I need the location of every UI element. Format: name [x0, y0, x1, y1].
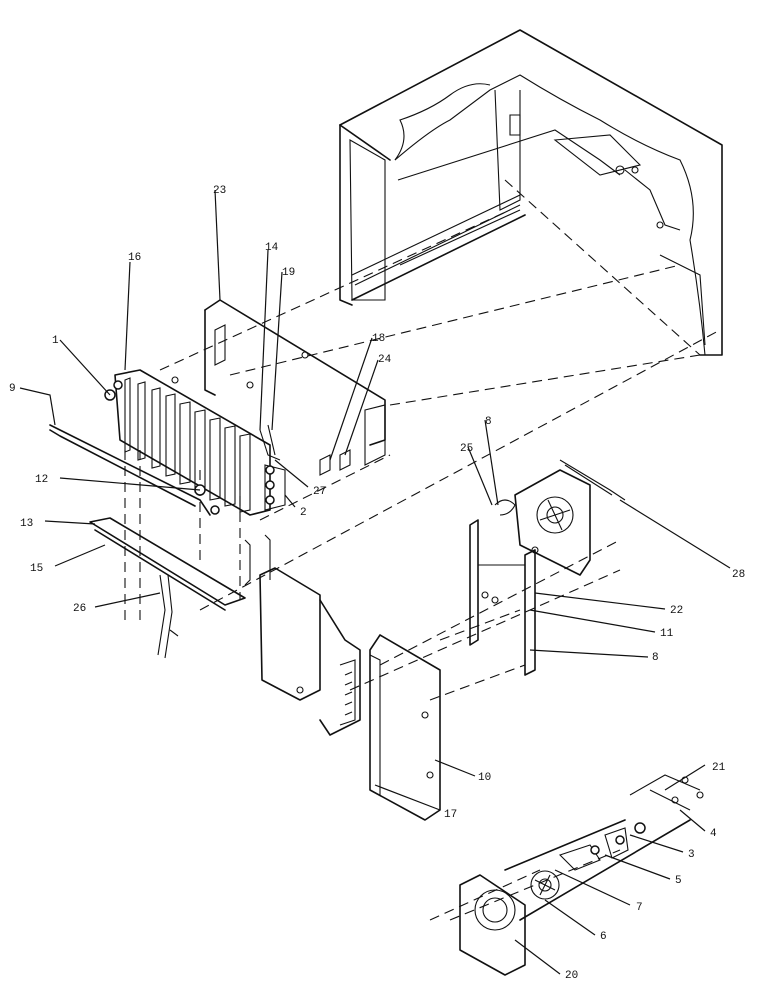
callout-16: 16: [128, 252, 141, 264]
brackets: [469, 519, 536, 676]
callout-24: 24: [378, 354, 392, 366]
callout-2: 2: [300, 507, 307, 519]
callout-9: 9: [9, 383, 16, 395]
callout-19: 19: [282, 267, 295, 279]
callout-6: 6: [600, 931, 607, 943]
evaporator-assembly: [49, 299, 386, 516]
callout-25: 25: [460, 443, 473, 455]
alignment-lines: [124, 179, 721, 921]
callout-21: 21: [712, 762, 726, 774]
callout-7: 7: [636, 902, 643, 914]
callout-1: 1: [52, 335, 59, 347]
callout-13: 13: [20, 518, 33, 530]
callout-20: 20: [565, 970, 578, 982]
callout-11: 11: [660, 628, 674, 640]
callout-23: 23: [213, 185, 226, 197]
callout-14: 14: [265, 242, 279, 254]
callout-10: 10: [478, 772, 491, 784]
leader-lines: [19, 189, 731, 975]
callout-8-lower: 8: [652, 652, 659, 664]
callout-3: 3: [688, 849, 695, 861]
evaporator-cover: [259, 567, 441, 821]
callout-4: 4: [710, 828, 717, 840]
callout-28: 28: [732, 569, 745, 581]
evaporator-fan-assembly: [494, 459, 626, 576]
callout-8-upper: 8: [485, 416, 492, 428]
callout-26: 26: [73, 603, 86, 615]
callout-labels: 23 16 14 19 1 9 18 24 8 25 27 12 2 13 15…: [9, 185, 745, 982]
condenser-fan-assembly: [459, 774, 704, 976]
callout-17: 17: [444, 809, 457, 821]
callout-5: 5: [675, 875, 682, 887]
callout-27: 27: [313, 486, 326, 498]
cabinet: [339, 29, 723, 356]
defrost-heater: [89, 517, 271, 659]
callout-22: 22: [670, 605, 683, 617]
callout-15: 15: [30, 563, 43, 575]
callout-18: 18: [372, 333, 385, 345]
callout-12: 12: [35, 474, 48, 486]
